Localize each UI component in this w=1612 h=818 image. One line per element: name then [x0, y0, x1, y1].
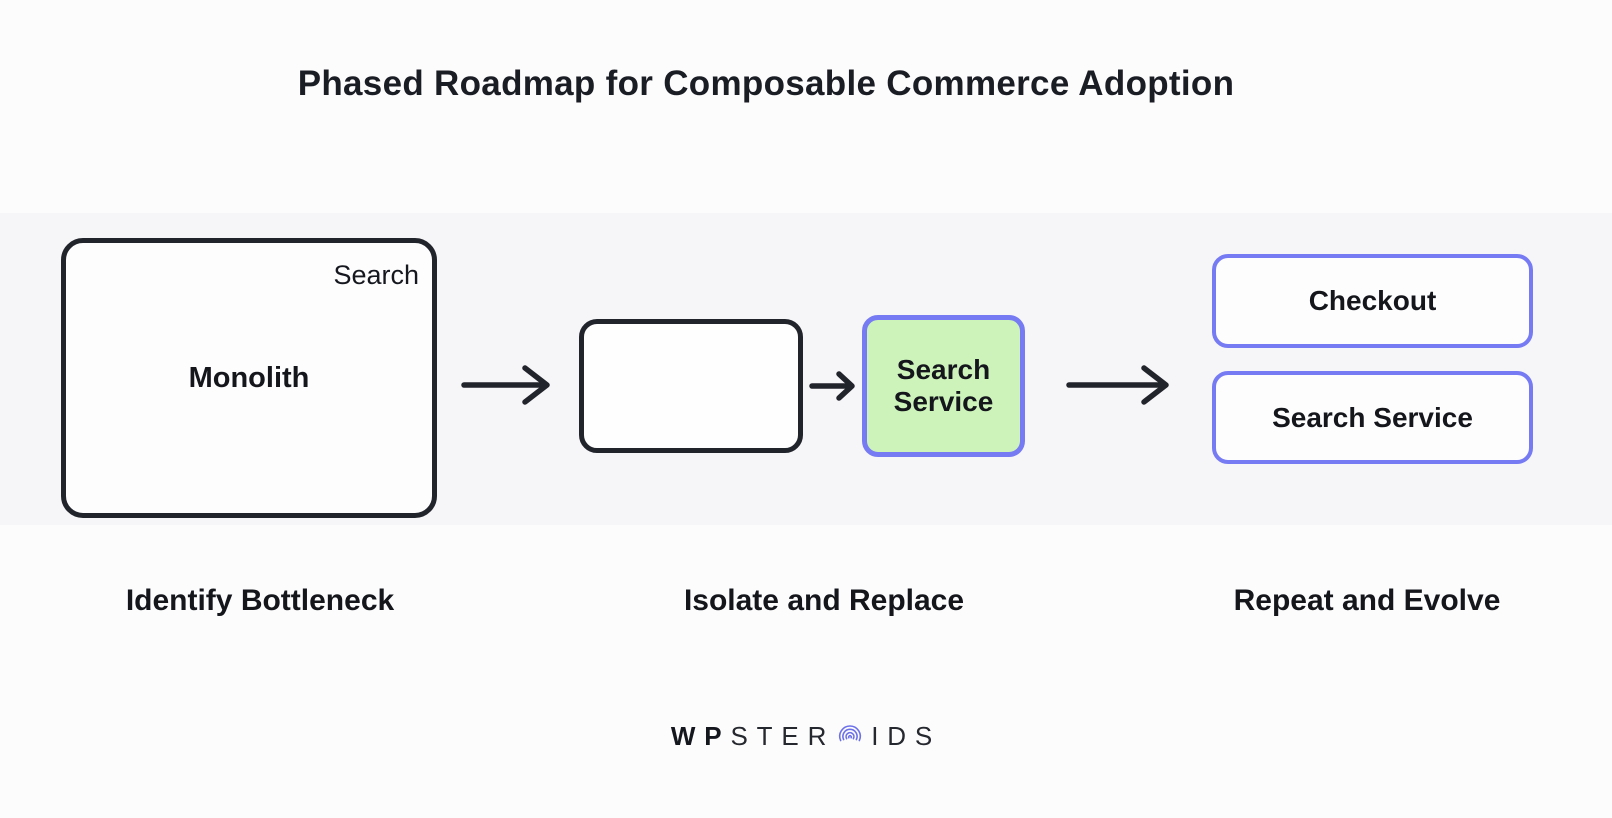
- logo-text-ids: IDS: [871, 721, 942, 751]
- logo-text-wp: WP: [670, 721, 731, 751]
- extracted-empty-box: [579, 319, 803, 453]
- phase2-caption: Isolate and Replace: [683, 584, 965, 617]
- wpsteroids-logo-inner: WP STER IDS: [671, 720, 941, 753]
- search-service-outline-label: Search Service: [1272, 401, 1473, 433]
- monolith-label: Monolith: [188, 361, 310, 394]
- phase3-caption: Repeat and Evolve: [1233, 584, 1501, 617]
- checkout-box: Checkout: [1212, 254, 1533, 348]
- search-service-outline-box: Search Service: [1212, 371, 1533, 464]
- search-service-highlight-label: Search Service: [893, 354, 994, 417]
- monolith-search-tag: Search: [333, 260, 419, 290]
- arrow-right-icon: [461, 363, 553, 407]
- monolith-label-wrap: Monolith: [66, 243, 432, 513]
- phase1-caption: Identify Bottleneck: [125, 584, 395, 617]
- monolith-box: Search Monolith: [61, 238, 437, 518]
- diagram-title: Phased Roadmap for Composable Commerce A…: [297, 64, 1235, 103]
- logo-text-ster: STER: [730, 721, 836, 751]
- wpsteroids-logo: WP STER IDS: [0, 720, 1612, 753]
- arrow-right-small-icon: [809, 368, 857, 404]
- concentric-arcs-o-icon: [836, 720, 864, 753]
- arrow-right-icon: [1066, 363, 1172, 407]
- search-service-highlight-box: Search Service: [862, 315, 1025, 457]
- checkout-label: Checkout: [1308, 285, 1437, 316]
